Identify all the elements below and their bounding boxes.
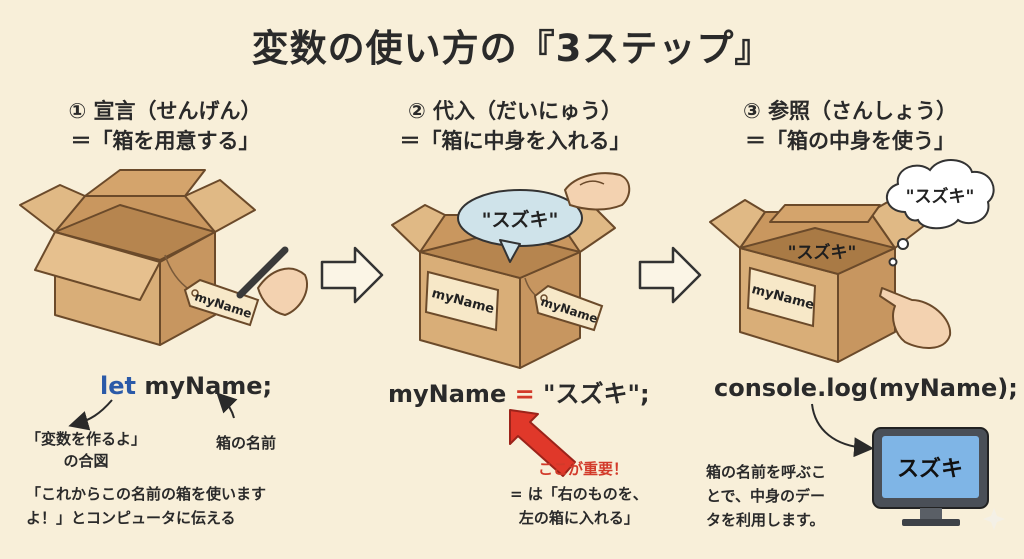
step1-header: ① 宣言（せんげん） ＝「箱を用意する」 [40, 96, 290, 156]
assign-explanation-line1: = は「右のものを、 [510, 485, 648, 503]
step2-heading: ② 代入（だいにゅう） [407, 99, 623, 123]
step3-heading: ③ 参照（さんしょう） [742, 99, 958, 123]
reference-explanation: 箱の名前を呼ぶこ とで、中身のデー タを利用します。 [706, 460, 826, 532]
declare-explanation: 「これからこの名前の箱を使います よ！」とコンピュータに伝える [26, 482, 266, 530]
code-declare: let myName; [100, 372, 272, 400]
assign-left: myName [388, 380, 515, 408]
reference-explanation-line3: タを利用します。 [706, 511, 825, 529]
reference-explanation-line2: とで、中身のデー [706, 487, 825, 505]
step3-header: ③ 参照（さんしょう） ＝「箱の中身を使う」 [720, 96, 980, 156]
keyword-note-line2: の合図 [63, 452, 109, 470]
keyword-pointer-arrow [68, 399, 113, 431]
assign-explanation: = は「右のものを、 左の箱に入れる」 [510, 482, 648, 530]
step3-subheading: ＝「箱の中身を使う」 [745, 129, 955, 153]
important-note: ここが重要！ [538, 460, 629, 478]
declare-explanation-line1: 「これからこの名前の箱を使います [26, 485, 267, 503]
speech-bubble: "スズキ" [457, 189, 583, 263]
open-box-1 [19, 169, 256, 346]
box-3-label: myName [746, 266, 817, 328]
pointing-hand-icon [879, 287, 952, 349]
declare-explanation-line2: よ！」とコンピュータに伝える [26, 509, 236, 527]
code-reference: console.log(myName); [714, 374, 1018, 402]
declare-rest: myName; [135, 372, 273, 400]
page-title: 変数の使い方の『3ステップ』 [251, 27, 773, 70]
keyword-note: 「変数を作るよ」 の合図 [26, 428, 146, 472]
sparkle-icon [983, 508, 1005, 530]
box-2-label: myName [424, 270, 500, 332]
step1-subheading: ＝「箱を用意する」 [70, 129, 260, 153]
dropping-hand-icon [563, 172, 631, 211]
step1-heading: ① 宣言（せんげん） [68, 99, 262, 123]
name-pointer-arrow [216, 392, 238, 419]
let-keyword: let [100, 372, 136, 400]
red-up-arrow-icon [509, 409, 576, 477]
open-box-3 [709, 194, 926, 363]
assign-operator: = [514, 380, 535, 408]
bubble-text: "スズキ" [482, 208, 559, 231]
keyword-note-line1: 「変数を作るよ」 [26, 430, 147, 448]
pen-hand-icon [236, 246, 308, 317]
step2-header: ② 代入（だいにゅう） ＝「箱に中身を入れる」 [380, 96, 650, 156]
monitor-icon: スズキ [872, 427, 989, 526]
thought-bubble: "スズキ" [886, 159, 995, 267]
output-arrow [811, 403, 874, 458]
assign-right: "スズキ"; [534, 380, 650, 408]
box-name-note: 箱の名前 [216, 434, 277, 452]
step-arrow-2-icon [638, 246, 702, 304]
code-assign: myName = "スズキ"; [388, 374, 650, 409]
reference-explanation-line1: 箱の名前を呼ぶこ [706, 463, 827, 481]
box-3-contents: "スズキ" [788, 242, 857, 263]
thought-text: "スズキ" [906, 186, 975, 207]
assign-explanation-line2: 左の箱に入れる」 [518, 509, 639, 527]
step2-subheading: ＝「箱に中身を入れる」 [399, 129, 631, 153]
monitor-output: スズキ [897, 456, 963, 482]
step-arrow-1-icon [320, 246, 384, 304]
